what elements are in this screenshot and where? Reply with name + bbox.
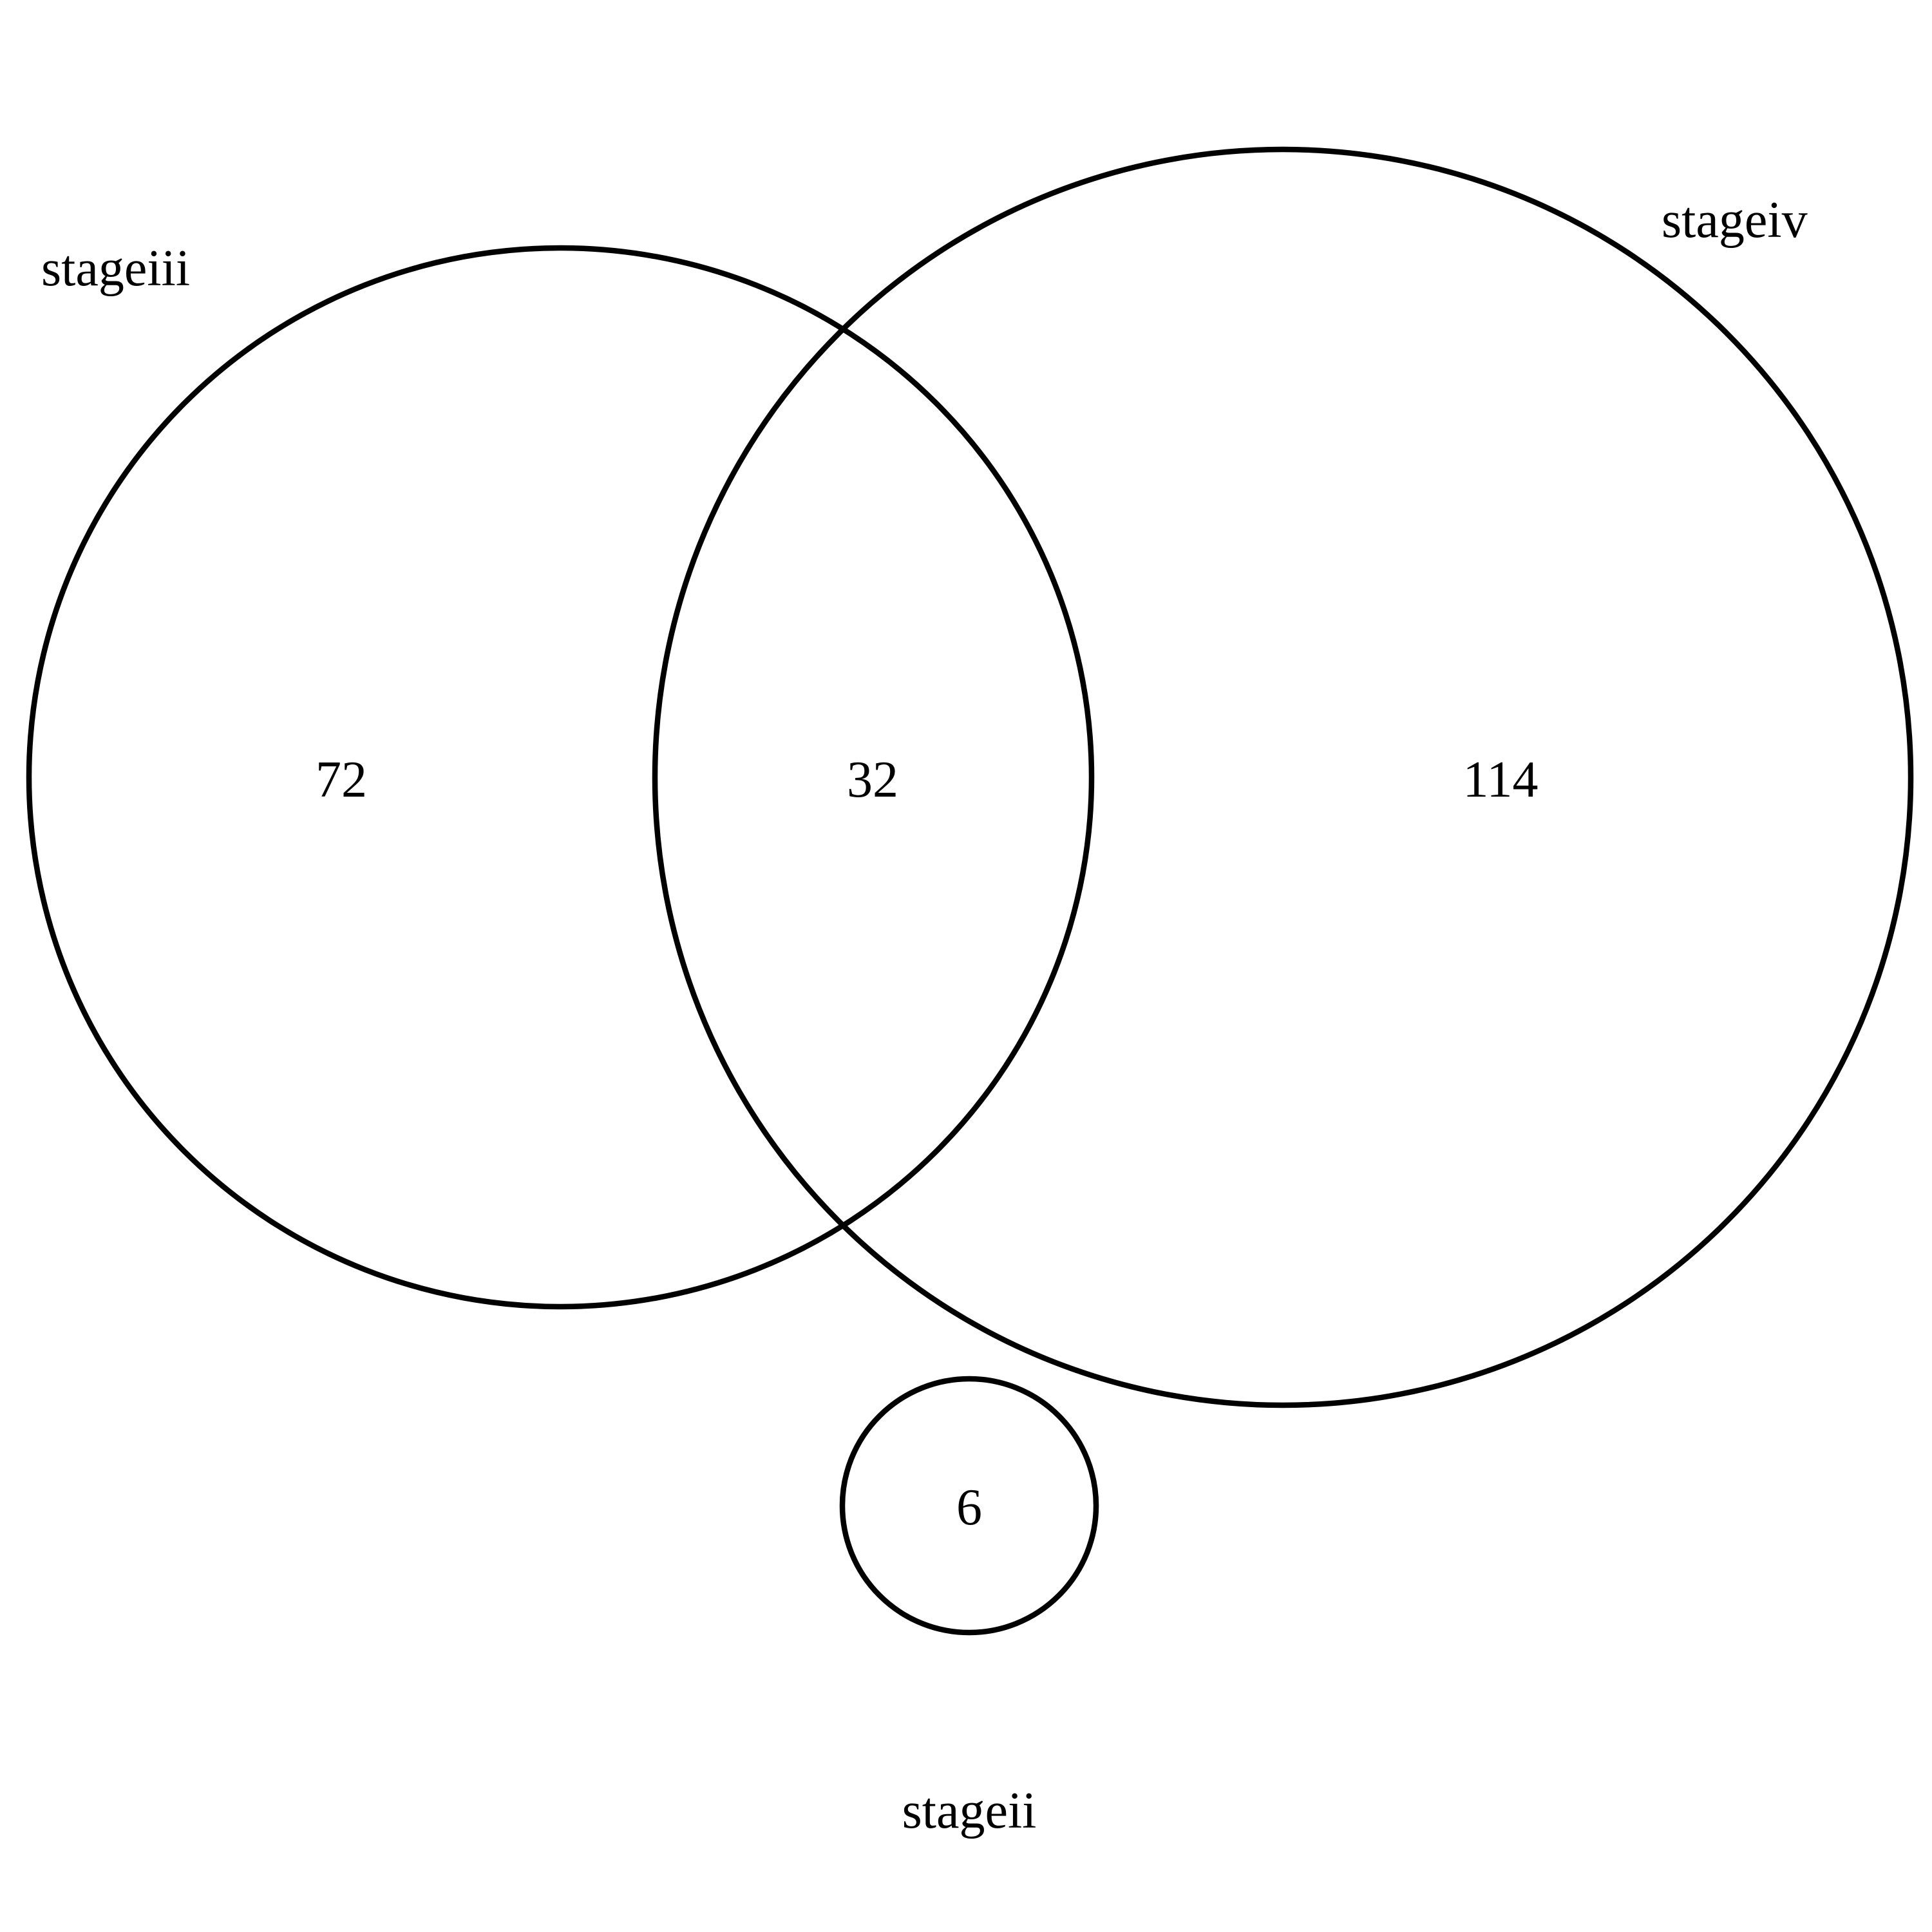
set-circle-stageii xyxy=(839,1376,1099,1636)
region-count-stageiii-only: 72 xyxy=(316,752,367,808)
region-count-stageiv-only: 114 xyxy=(1463,752,1538,808)
set-label-stageii: stageii xyxy=(902,1783,1037,1839)
set-label-stageiv: stageiv xyxy=(1662,192,1808,249)
region-count-stageiii-stageiv: 32 xyxy=(847,752,898,808)
set-circle-stageiii xyxy=(26,245,1095,1310)
set-circle-stageiv xyxy=(652,146,1914,1408)
set-label-stageiii: stageiii xyxy=(41,240,190,297)
region-count-stageii-only: 6 xyxy=(956,1479,982,1536)
